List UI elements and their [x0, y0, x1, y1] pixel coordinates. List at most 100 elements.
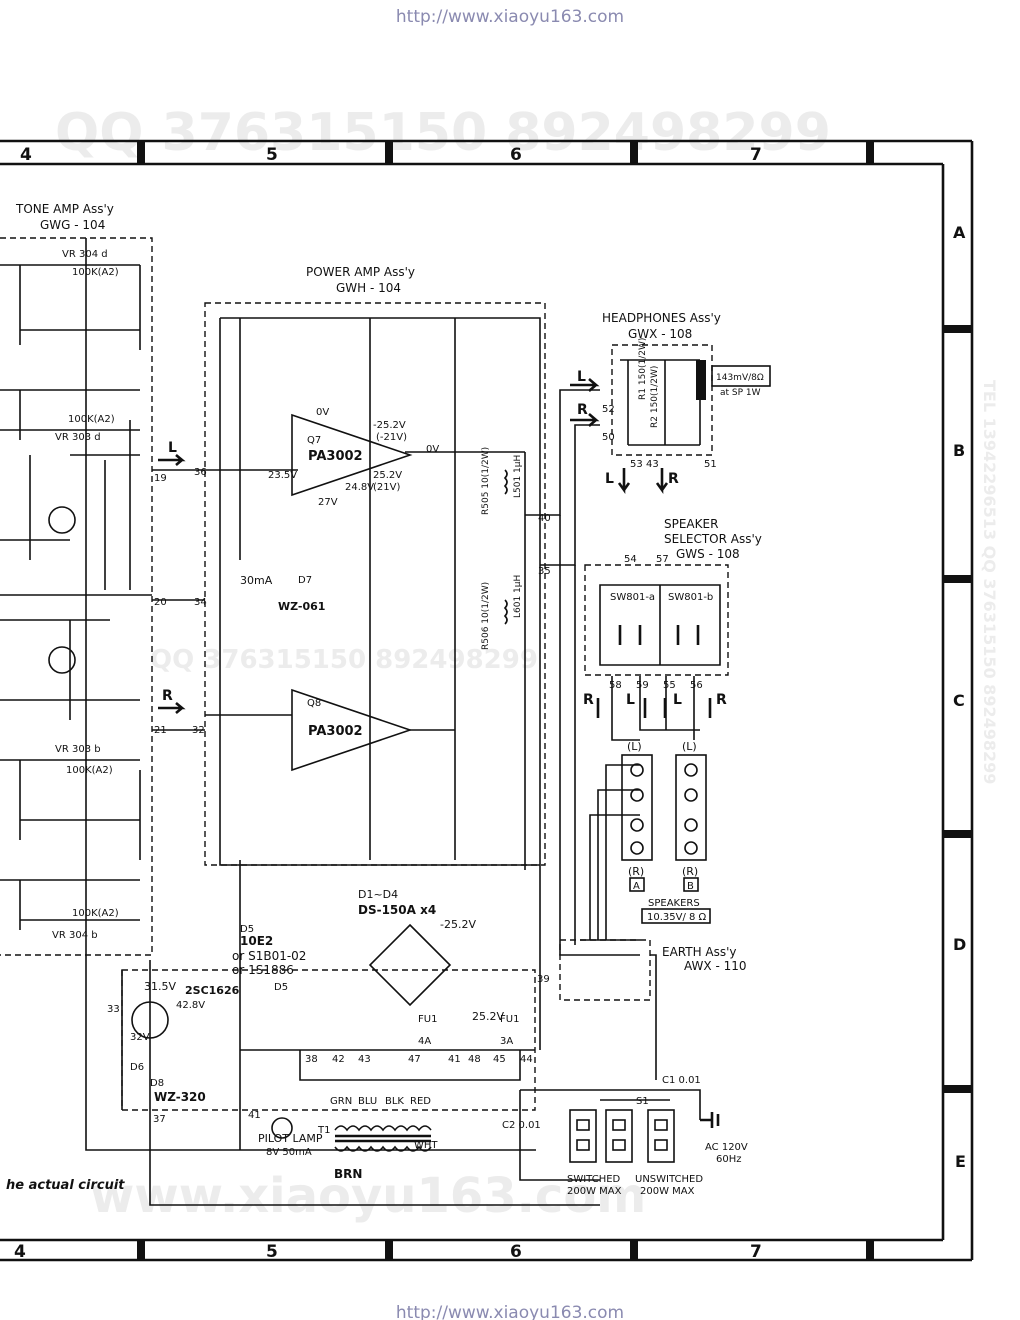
- opamp-bottom: [291, 688, 413, 772]
- pilot-lamp-spec: 8V 50mA: [266, 1147, 312, 1158]
- terminal-19: 19: [154, 473, 167, 484]
- ac-frequency: 60Hz: [716, 1154, 742, 1165]
- fuse2-rating: 3A: [500, 1036, 513, 1047]
- v-pos: 25.2V: [373, 470, 402, 481]
- terminal-41b: 41: [248, 1110, 261, 1121]
- d7-label: D7: [298, 575, 312, 586]
- switched-label: SWITCHED: [567, 1174, 621, 1185]
- vr304d-label: VR 304 d: [62, 249, 108, 260]
- terminal-44: 44: [520, 1054, 533, 1065]
- watermark-top: QQ 376315150 892498299: [55, 103, 831, 163]
- wire-red: RED: [410, 1096, 431, 1107]
- terminal-45: 45: [493, 1054, 506, 1065]
- v-pos2: (21V): [373, 482, 400, 493]
- left-channel-arrow: L: [168, 440, 177, 456]
- tone-amp-model: GWG - 104: [40, 218, 105, 232]
- vr-value: 100K(A2): [68, 414, 115, 425]
- d5-part: 10E2: [240, 934, 273, 948]
- v-32: 32V: [130, 1032, 150, 1043]
- row-label: D: [953, 935, 966, 954]
- column-label: 7: [750, 145, 762, 165]
- column-label: 4: [14, 1242, 26, 1262]
- v-0-out: 0V: [426, 444, 439, 455]
- terminal-41: 41: [448, 1054, 461, 1065]
- ac-outlets: C1 0.01 C2 0.01 S1 SWITCHED 200W MAX UNS…: [502, 1075, 748, 1197]
- terminal-42: 42: [332, 1054, 345, 1065]
- v-31-5: 31.5V: [144, 980, 176, 993]
- vr-value: 100K(A2): [72, 267, 119, 278]
- row-label: E: [955, 1152, 966, 1171]
- wire-wht: WHT: [414, 1140, 438, 1151]
- outlet-icon: [647, 1109, 675, 1163]
- q7-label: Q7: [307, 435, 321, 446]
- wire-brn: BRN: [334, 1167, 362, 1181]
- terminal-34: 34: [194, 597, 207, 608]
- hp-spec: 143mV/8Ω: [716, 373, 764, 383]
- d5-alt2: or 1S1886: [232, 963, 294, 977]
- row-label: C: [953, 691, 965, 710]
- spk-b: B: [687, 881, 694, 892]
- speaker-selector-model: GWS - 108: [676, 547, 740, 561]
- footer-url: http://www.xiaoyu163.com: [396, 1303, 624, 1320]
- spk-arrow-l1: L: [626, 692, 635, 708]
- watermark-bottom: www.xiaoyu163.com: [90, 1168, 646, 1224]
- watermark-side: TEL 13942296513 QQ 376315150 892498299: [980, 380, 999, 784]
- terminal-35: 35: [538, 566, 551, 577]
- c1-label: C1 0.01: [662, 1075, 701, 1086]
- switched-rating: 200W MAX: [567, 1186, 622, 1197]
- terminal-53: 53: [630, 459, 643, 470]
- s1-label: S1: [636, 1096, 649, 1107]
- ac-voltage: AC 120V: [705, 1142, 748, 1153]
- power-supply: D1~D4 DS-150A x4 -25.2V 25.2V 31.5V 2SC1…: [107, 860, 550, 1150]
- row-label: B: [953, 441, 965, 460]
- tone-amp-title: TONE AMP Ass'y: [15, 202, 114, 216]
- hp-out-left: L: [605, 471, 614, 487]
- bridge-rectifier-icon: [368, 923, 452, 1007]
- outlet-icon: [605, 1109, 633, 1163]
- headphones-model: GWX - 108: [628, 327, 692, 341]
- headphone-jack-icon: [696, 360, 706, 400]
- fuse1-rating: 4A: [418, 1036, 431, 1047]
- v-neg-supply: -25.2V: [440, 918, 476, 931]
- transformer-t1: T1: [317, 1125, 330, 1136]
- wire-blk: BLK: [385, 1096, 404, 1107]
- v-42-8: 42.8V: [176, 1000, 205, 1011]
- output-wiring: [525, 378, 640, 956]
- d8-label: D8: [150, 1078, 164, 1089]
- hp-spec2: at SP 1W: [720, 388, 761, 398]
- tone-amp-block: TONE AMP Ass'y GWG - 104 VR 304 d 100K(A…: [0, 202, 153, 956]
- pilot-lamp-icon: [271, 1117, 293, 1139]
- terminal-20: 20: [154, 597, 167, 608]
- switch-b: SW801-b: [668, 592, 713, 603]
- headphones-block: HEADPHONES Ass'y GWX - 108 R1 150(1/2W) …: [602, 311, 771, 495]
- wire-blu: BLU: [358, 1096, 377, 1107]
- earth-model: AWX - 110: [684, 959, 747, 973]
- terminal-40: 40: [538, 513, 551, 524]
- terminal-32: 32: [192, 725, 205, 736]
- spk-r-label: (R): [682, 865, 698, 878]
- wz061-label: WZ-061: [278, 600, 325, 613]
- vr-value: 100K(A2): [72, 908, 119, 919]
- terminal-37: 37: [153, 1114, 166, 1125]
- v-24-8: 24.8V: [345, 482, 374, 493]
- earth-block: EARTH Ass'y AWX - 110: [559, 939, 747, 1080]
- vr-value: 100K(A2): [66, 765, 113, 776]
- column-label: 6: [510, 1242, 522, 1262]
- earth-title: EARTH Ass'y: [662, 945, 737, 959]
- row-label: A: [953, 223, 966, 242]
- terminal-59: 59: [636, 680, 649, 691]
- opamp-bottom-label: PA3002: [308, 724, 363, 739]
- terminal-52: 52: [602, 404, 615, 415]
- terminal-56: 56: [690, 680, 703, 691]
- v-23-5: 23.5V: [268, 470, 297, 481]
- d5-label-2: D5: [274, 982, 288, 993]
- diodes-label: D1~D4: [358, 888, 398, 901]
- ac-plug-icon: [700, 1112, 720, 1128]
- v-neg2: (-21V): [376, 432, 407, 443]
- terminal-48: 48: [468, 1054, 481, 1065]
- column-label: 5: [266, 1242, 278, 1262]
- terminal-38: 38: [305, 1054, 318, 1065]
- power-amp-title: POWER AMP Ass'y: [306, 265, 415, 279]
- terminal-51: 51: [704, 459, 717, 470]
